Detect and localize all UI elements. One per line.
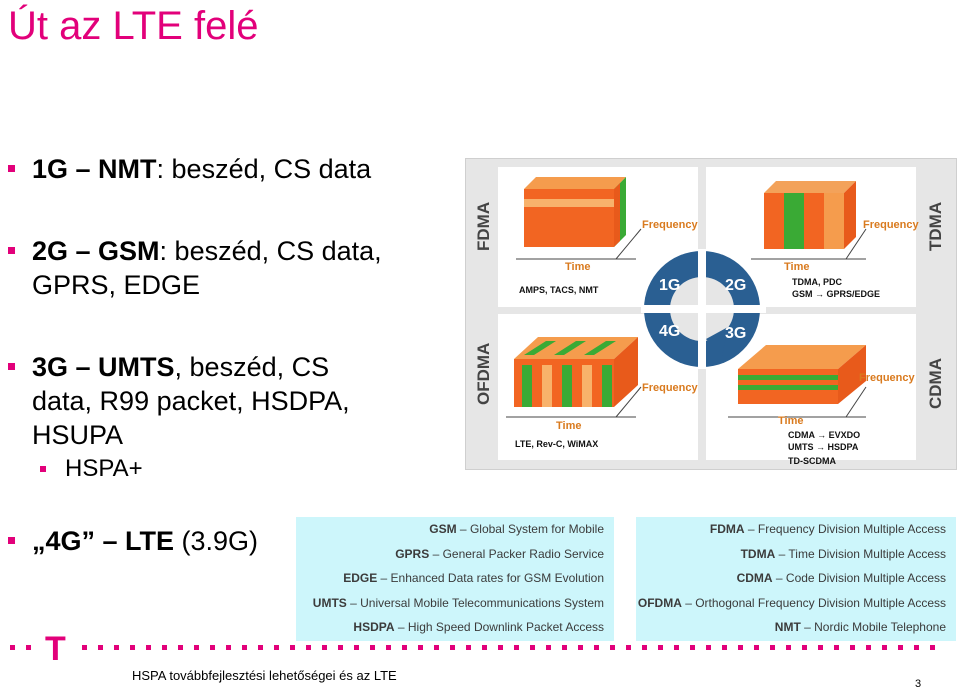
frequency-label-tdma: Frequency — [863, 219, 919, 231]
tech-cdma-3: TD-SCDMA — [788, 456, 836, 466]
generation-cycle — [641, 249, 766, 369]
time-label-ofdma: Time — [556, 420, 582, 432]
tdma-block — [764, 181, 856, 249]
fdma-block — [524, 177, 626, 247]
abbreviations-left: GSM – Global System for Mobile GPRS – Ge… — [296, 517, 614, 641]
tech-cdma-2: UMTS → HSDPA — [788, 442, 859, 452]
abbr-edge: EDGE – Enhanced Data rates for GSM Evolu… — [343, 571, 604, 586]
generation-1g: 1G — [659, 277, 681, 294]
multiple-access-diagram: FDMA TDMA OFDMA CDMA Frequency Frequency… — [465, 158, 957, 470]
telekom-t-logo-icon: T — [45, 630, 66, 668]
fdma-label: FDMA — [474, 201, 493, 251]
bullet-square-icon — [8, 537, 15, 544]
generation-3g: 3G — [725, 325, 747, 342]
frequency-label-cdma: Frequency — [859, 372, 915, 384]
cdma-block — [738, 345, 866, 404]
bullet-4g: „4G” – LTE (3.9G) — [8, 524, 258, 558]
cdma-label: CDMA — [926, 358, 945, 409]
abbr-umts: UMTS – Universal Mobile Telecommunicatio… — [312, 595, 604, 610]
abbr-gprs: GPRS – General Packer Radio Service — [395, 546, 604, 561]
tech-ofdma: LTE, Rev-C, WiMAX — [515, 439, 599, 449]
slide-title: Út az LTE felé — [8, 4, 259, 48]
bullet-1g: 1G – NMT: beszéd, CS data — [8, 152, 371, 186]
abbreviations-right: FDMA – Frequency Division Multiple Acces… — [636, 517, 956, 641]
bullet-3g: 3G – UMTS, beszéd, CS data, R99 packet, … — [8, 350, 350, 452]
bullet-2g: 2G – GSM: beszéd, CS data, GPRS, EDGE — [8, 234, 382, 302]
tech-tdma-2: GSM → GPRS/EDGE — [792, 289, 881, 299]
ofdma-label: OFDMA — [474, 342, 493, 405]
footer-text: HSPA továbbfejlesztési lehetőségei és az… — [132, 668, 397, 683]
bullet-square-icon — [8, 165, 15, 172]
abbr-fdma: FDMA – Frequency Division Multiple Acces… — [709, 522, 946, 536]
dotted-divider — [10, 645, 935, 650]
generation-2g: 2G — [725, 277, 747, 294]
time-label-fdma: Time — [565, 261, 591, 273]
bullet-square-icon — [40, 466, 46, 472]
abbr-tdma: TDMA – Time Division Multiple Access — [740, 546, 946, 561]
abbr-cdma: CDMA – Code Division Multiple Access — [736, 571, 946, 586]
bullet-square-icon — [8, 363, 15, 370]
time-label-tdma: Time — [784, 261, 810, 273]
abbr-gsm: GSM – Global System for Mobile — [429, 522, 604, 536]
tdma-label: TDMA — [926, 201, 945, 251]
time-label-cdma: Time — [778, 415, 804, 427]
abbr-hsdpa: HSDPA – High Speed Downlink Packet Acces… — [353, 620, 604, 635]
frequency-label-ofdma: Frequency — [642, 382, 698, 394]
generation-4g: 4G — [659, 323, 681, 340]
bullet-square-icon — [8, 247, 15, 254]
diagram-graphics — [506, 177, 867, 418]
ofdma-block — [514, 337, 638, 407]
tech-cdma-1: CDMA → EVXDO — [788, 430, 861, 440]
abbr-ofdma: OFDMA – Orthogonal Frequency Division Mu… — [637, 595, 946, 610]
abbr-nmt: NMT – Nordic Mobile Telephone — [774, 620, 946, 635]
sub-bullet-hspa-plus: HSPA+ — [40, 455, 143, 483]
frequency-label-fdma: Frequency — [642, 219, 698, 231]
tech-fdma: AMPS, TACS, NMT — [519, 285, 599, 295]
page-number: 3 — [915, 678, 922, 690]
tech-tdma-1: TDMA, PDC — [792, 277, 842, 287]
